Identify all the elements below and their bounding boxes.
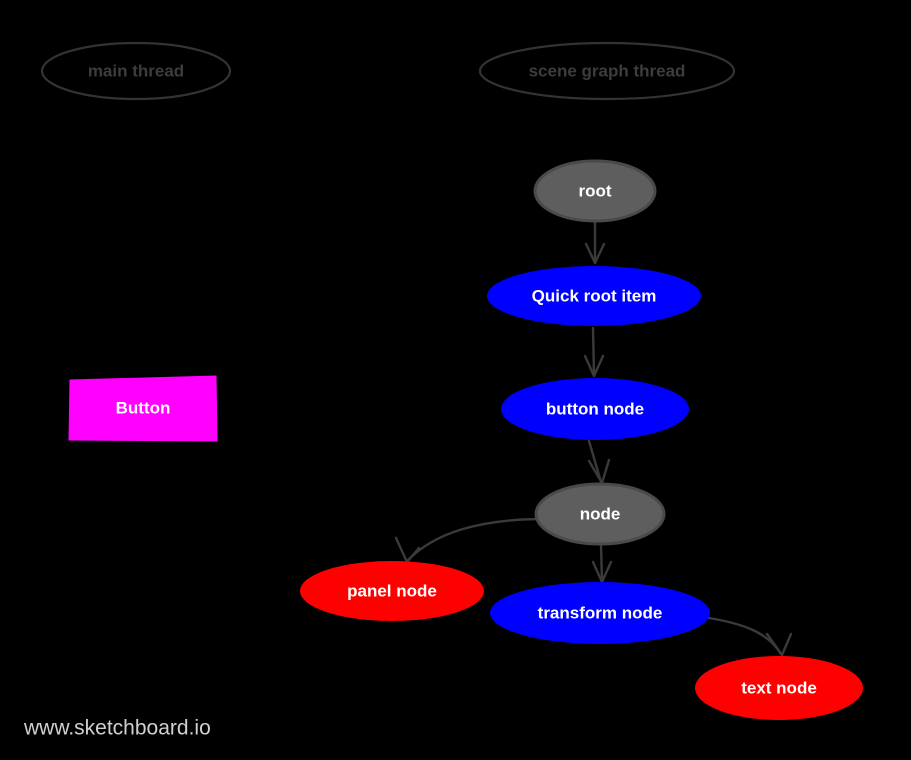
node-label: Quick root item bbox=[532, 286, 657, 305]
node-shape bbox=[501, 378, 689, 440]
node-shape bbox=[534, 482, 666, 546]
node-label: root bbox=[578, 181, 611, 200]
box-shape bbox=[68, 375, 218, 442]
node-shape bbox=[300, 561, 484, 621]
node-transform-node[interactable]: transform node bbox=[490, 582, 710, 644]
edge-quick-root-item-to-button-node bbox=[583, 326, 605, 378]
node-shape bbox=[490, 582, 710, 644]
swimlane-outline bbox=[478, 41, 736, 101]
watermark-label: www.sketchboard.io bbox=[23, 717, 211, 740]
edge-root-to-quick-root-item bbox=[584, 221, 606, 265]
watermark-layer: www.sketchboard.io bbox=[23, 717, 211, 740]
node-shape bbox=[533, 159, 657, 223]
edge-transform-node-to-text-node bbox=[707, 616, 793, 657]
node-button-node[interactable]: button node bbox=[501, 378, 689, 440]
swimlane-scene-graph-thread[interactable]: scene graph thread bbox=[478, 41, 736, 101]
arrowhead bbox=[583, 354, 605, 378]
edge-button-node-to-node bbox=[587, 439, 611, 485]
node-label: button node bbox=[546, 399, 644, 418]
node-panel-node[interactable]: panel node bbox=[300, 561, 484, 621]
node-node[interactable]: node bbox=[534, 482, 666, 546]
edge-node-to-panel-node bbox=[394, 517, 540, 564]
node-root[interactable]: root bbox=[533, 159, 657, 223]
node-label: text node bbox=[741, 678, 817, 697]
swimlane-outline bbox=[40, 41, 232, 101]
swimlanes-layer: main thread scene graph thread bbox=[40, 41, 736, 101]
box-label: Button bbox=[116, 398, 171, 417]
node-shape bbox=[695, 656, 863, 720]
arrowhead bbox=[584, 242, 606, 265]
swimlane-main-thread[interactable]: main thread bbox=[40, 41, 232, 101]
node-label: transform node bbox=[538, 603, 663, 622]
swimlane-label: main thread bbox=[88, 61, 184, 80]
node-shape bbox=[487, 266, 701, 326]
swimlane-label: scene graph thread bbox=[529, 61, 686, 80]
edge-node-to-transform-node bbox=[591, 543, 613, 584]
arrowhead bbox=[394, 536, 421, 564]
node-label: node bbox=[580, 504, 621, 523]
boxes-layer: Button bbox=[68, 375, 218, 442]
node-quick-root-item[interactable]: Quick root item bbox=[487, 266, 701, 326]
node-label: panel node bbox=[347, 581, 437, 600]
arrowhead bbox=[765, 632, 793, 657]
arrowhead bbox=[591, 560, 613, 584]
box-button[interactable]: Button bbox=[68, 375, 218, 442]
node-text-node[interactable]: text node bbox=[695, 656, 863, 720]
